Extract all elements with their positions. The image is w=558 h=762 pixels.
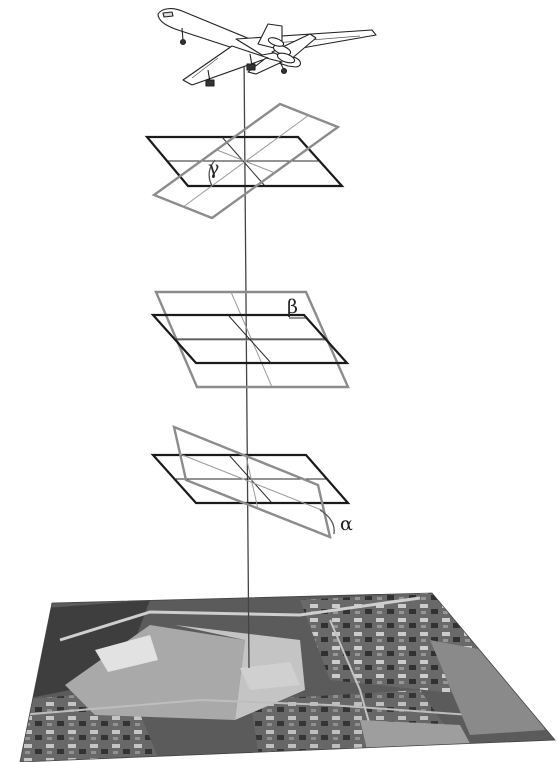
alpha-rotation-planes: α <box>153 427 353 537</box>
airplane-icon <box>158 9 376 86</box>
aerial-ground-image <box>0 585 558 762</box>
gamma-label: γ <box>208 157 219 179</box>
alpha-label: α <box>340 513 353 535</box>
vertical-axis-line <box>244 55 249 668</box>
beta-label: β <box>287 296 298 318</box>
beta-rotation-planes: β <box>153 292 348 387</box>
